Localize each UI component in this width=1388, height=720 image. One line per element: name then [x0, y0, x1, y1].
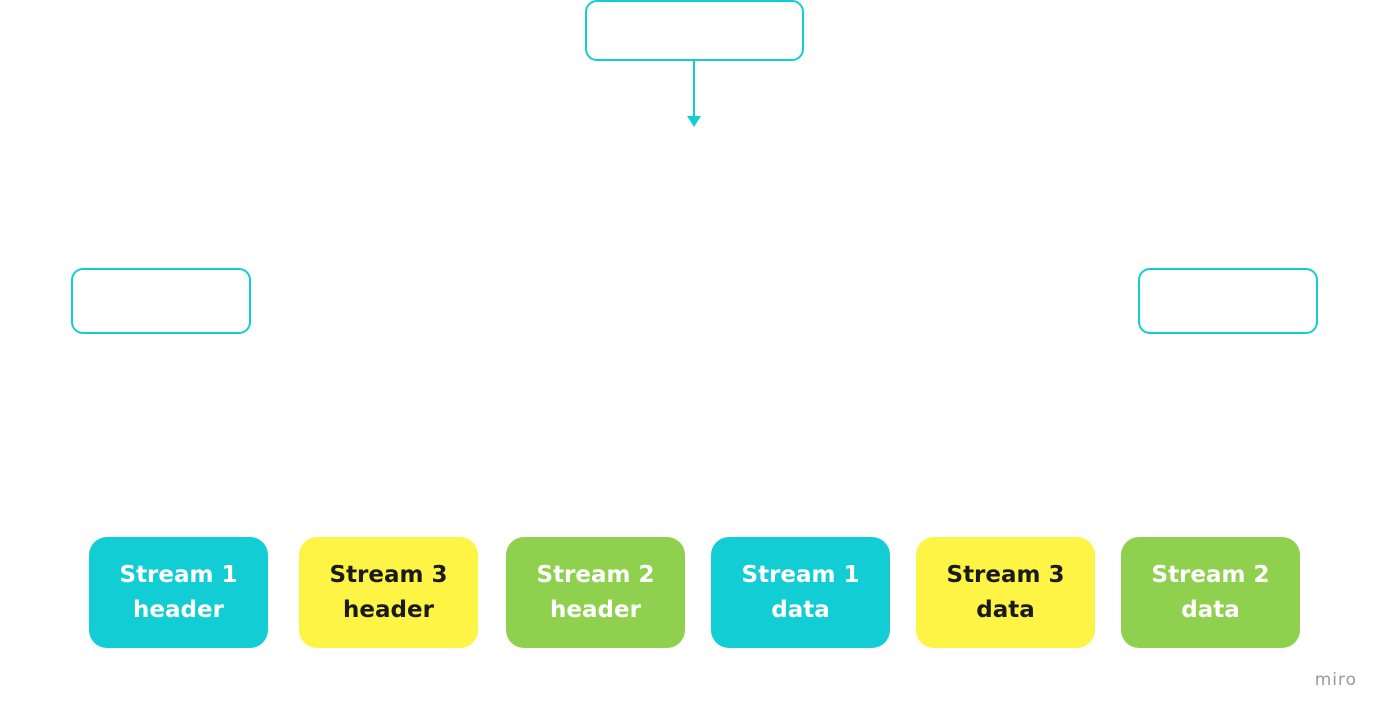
block-label-line1: Stream 3 [329, 561, 448, 588]
stream-3-data-block[interactable]: Stream 3 data [916, 537, 1095, 648]
stream-3-header-block[interactable]: Stream 3 header [299, 537, 478, 648]
stream-2-header-block[interactable]: Stream 2 header [506, 537, 685, 648]
right-node-box[interactable] [1138, 268, 1318, 334]
block-label-line1: Stream 1 [741, 561, 860, 588]
block-label-line1: Stream 1 [119, 561, 238, 588]
stream-2-data-block[interactable]: Stream 2 data [1121, 537, 1300, 648]
block-label-line1: Stream 2 [1151, 561, 1270, 588]
block-label-line2: header [133, 596, 224, 623]
block-label-line2: data [771, 596, 830, 623]
block-label-line2: data [1181, 596, 1240, 623]
stream-1-header-block[interactable]: Stream 1 header [89, 537, 268, 648]
miro-watermark: miro [1314, 670, 1357, 690]
block-label-line1: Stream 3 [946, 561, 1065, 588]
block-label-line1: Stream 2 [536, 561, 655, 588]
stream-1-data-block[interactable]: Stream 1 data [711, 537, 890, 648]
block-label-line2: data [976, 596, 1035, 623]
top-node-box[interactable] [585, 0, 804, 61]
block-label-line2: header [550, 596, 641, 623]
down-arrow-connector [687, 60, 701, 127]
block-label-line2: header [343, 596, 434, 623]
left-node-box[interactable] [71, 268, 251, 334]
